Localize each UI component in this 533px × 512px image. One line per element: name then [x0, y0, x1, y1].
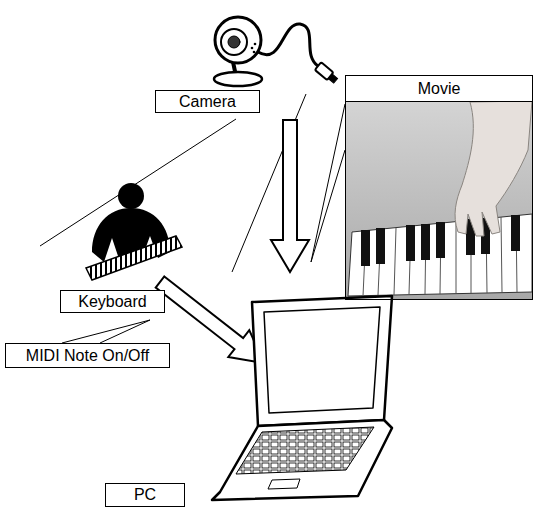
- laptop-icon: [212, 296, 392, 500]
- keyboard-player-icon: [86, 183, 182, 280]
- callout-tail: [311, 150, 345, 262]
- hand: [455, 101, 532, 236]
- camera-lens: [228, 36, 240, 48]
- label-box: MIDI Note On/Off: [5, 343, 170, 368]
- label-text: MIDI Note On/Off: [26, 347, 149, 365]
- label-box: Keyboard: [60, 290, 165, 313]
- callout-tail: [311, 104, 345, 262]
- label-text: Keyboard: [78, 293, 147, 311]
- camera-dot: [251, 47, 254, 50]
- camera-icon: [214, 17, 339, 86]
- camera-dot: [254, 43, 257, 46]
- callout-box: Movie: [345, 75, 533, 300]
- laptop-keys: [236, 427, 374, 474]
- player-head: [118, 183, 144, 209]
- hollow-arrow: [271, 120, 309, 272]
- callout-tail: [62, 320, 150, 343]
- camera-dot: [253, 51, 256, 54]
- label-box: Camera: [155, 90, 260, 113]
- callout-tail: [100, 320, 150, 343]
- camera-lens-ring: [221, 29, 247, 55]
- laptop-touchpad: [268, 479, 300, 489]
- camera-cable: [258, 24, 318, 66]
- camera-plug: [315, 62, 339, 84]
- laptop-base: [212, 420, 392, 500]
- movie-frame: [346, 101, 532, 299]
- label-text: Movie: [346, 76, 532, 102]
- movie-wall: [346, 101, 532, 299]
- camera-base: [214, 72, 262, 86]
- laptop-screen: [264, 307, 380, 413]
- piano-keys: [348, 214, 532, 296]
- label-text: Camera: [179, 93, 236, 111]
- camera-head: [215, 17, 261, 63]
- label-text: PC: [134, 486, 156, 504]
- keyboard-icon: [86, 236, 182, 280]
- label-box: PC: [105, 483, 185, 507]
- laptop-lid: [252, 296, 392, 426]
